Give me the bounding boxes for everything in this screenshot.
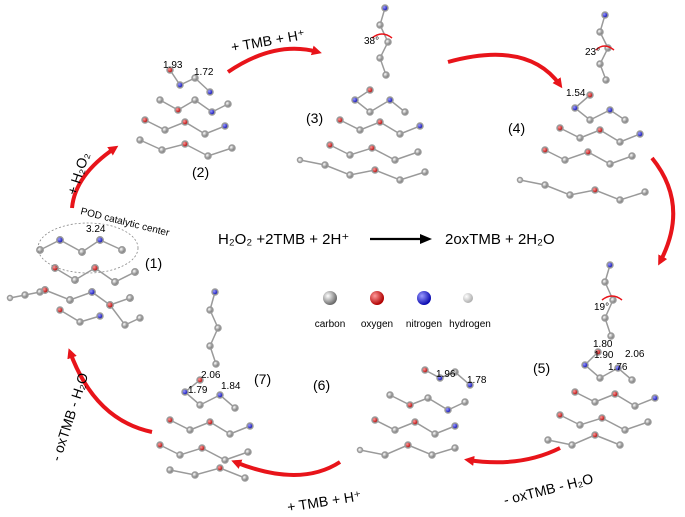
legend-hydrogen-swatch	[463, 293, 473, 303]
structure-4	[516, 11, 649, 204]
arrow-label-add-tmb-h-2: + TMB + H⁺	[286, 487, 362, 515]
angle-5: 19°	[594, 302, 609, 313]
angle-3: 38°	[364, 36, 379, 47]
arrow-2-to-3	[226, 45, 322, 74]
legend-oxygen-swatch	[370, 291, 384, 305]
distance-2a: 1.93	[163, 60, 183, 71]
distance-7b: 1.79	[188, 385, 208, 396]
arrow-labels: + H₂O₂ + TMB + H⁺ - oxTMB - H₂O + TMB + …	[48, 26, 595, 515]
pod-center-outline	[37, 222, 139, 274]
structure-3	[296, 4, 429, 184]
structure-7	[156, 288, 254, 482]
legend-nitrogen-swatch	[417, 291, 431, 305]
structure-5	[544, 261, 659, 449]
distance-2b: 1.72	[194, 67, 214, 78]
central-reaction: H₂O₂ +2TMB + 2H⁺ 2oxTMB + 2H₂O	[218, 231, 555, 248]
structure-2	[136, 66, 236, 160]
arrow-1-to-2	[70, 145, 119, 209]
distance-7c: 1.84	[221, 381, 241, 392]
step-label-5: (5)	[533, 360, 550, 376]
step-label-2: (2)	[192, 164, 209, 180]
distance-5a: 1.80	[593, 339, 613, 350]
arrow-4-to-5	[650, 156, 676, 266]
legend-nitrogen-label: nitrogen	[406, 319, 442, 330]
angle-4: 23°	[585, 47, 600, 58]
step-label-1: (1)	[145, 255, 162, 271]
distance-5b: 2.06	[625, 349, 645, 360]
reaction-reactants: H₂O₂ +2TMB + 2H⁺	[218, 231, 349, 248]
atom-legend: carbon oxygen nitrogen hydrogen	[315, 291, 491, 330]
distance-6b: 1.78	[467, 375, 487, 386]
step-label-6: (6)	[313, 377, 330, 393]
angle-mark-5	[601, 295, 623, 301]
angle-mark-3	[371, 33, 393, 39]
arrow-label-remove-oxtmb-h2o-2: - oxTMB - H₂O	[48, 371, 92, 463]
angle-mark-4	[595, 45, 615, 51]
structure-1	[6, 236, 144, 329]
distance-7a: 2.06	[201, 370, 221, 381]
step-label-4: (4)	[508, 120, 525, 136]
cycle-arrows	[67, 45, 676, 477]
distance-5d: 1.76	[608, 362, 628, 373]
legend-carbon-label: carbon	[315, 319, 346, 330]
legend-hydrogen-label: hydrogen	[449, 319, 491, 330]
distance-1: 3.24	[86, 224, 106, 235]
measurements: 3.24 1.93 1.72 38° 23° 1.54 19° 1.80 2.0…	[86, 36, 645, 396]
arrow-5-to-6	[464, 446, 561, 466]
legend-carbon-swatch	[323, 291, 337, 305]
step-label-7: (7)	[254, 371, 271, 387]
arrow-3-to-4	[447, 52, 563, 89]
arrow-7-to-1	[67, 348, 153, 434]
distance-5c: 1.90	[594, 350, 614, 361]
legend-oxygen-label: oxygen	[361, 319, 393, 330]
arrow-6-to-7	[231, 459, 342, 477]
arrow-label-remove-oxtmb-h2o-1: - oxTMB - H₂O	[502, 470, 595, 508]
distance-4: 1.54	[566, 88, 586, 99]
step-label-3: (3)	[306, 110, 323, 126]
structure-6	[356, 366, 474, 459]
step-labels: (1) (2) (3) (4) (5) (6) (7)	[145, 110, 550, 393]
distance-6a: 1.96	[436, 369, 456, 380]
reaction-products: 2oxTMB + 2H₂O	[445, 231, 555, 248]
